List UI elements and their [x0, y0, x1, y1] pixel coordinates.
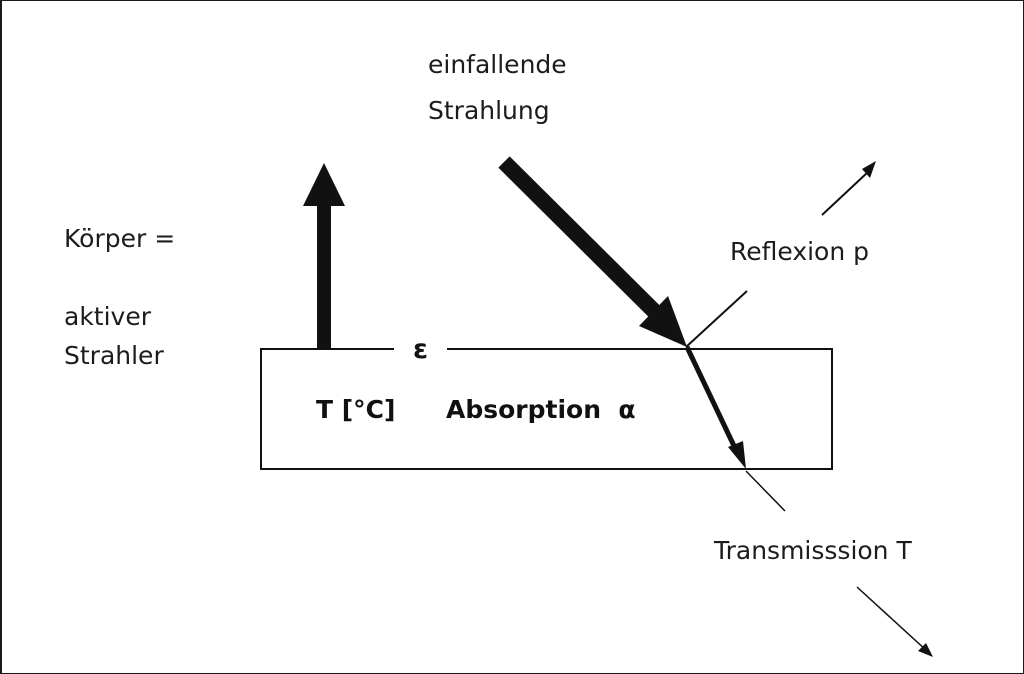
incident-arrow [498, 156, 687, 347]
transmission-line-bottom [856, 586, 928, 652]
transmission-bottom-arrow-head [918, 643, 933, 657]
emission-arrow-shaft [317, 201, 331, 349]
temperature-label: T [°C] [316, 395, 396, 424]
emission-arrow [303, 163, 345, 349]
body-label-line2: aktiver [64, 302, 151, 331]
incident-arrow-shaft [498, 156, 660, 317]
body-label-line3: Strahler [64, 341, 164, 370]
absorption-label: Absorption α [446, 395, 636, 424]
reflection-line-upper [821, 171, 869, 216]
body-label-line1: Körper = [64, 224, 176, 253]
transmission-arrow [684, 345, 933, 657]
transmission-arrow-head [728, 441, 746, 469]
reflection-arrow [685, 161, 876, 348]
body-box [260, 348, 833, 470]
reflection-line-lower [685, 290, 748, 348]
body-box-outline [260, 348, 833, 470]
emissivity-symbol: ε [413, 334, 429, 365]
emission-arrow-head [303, 163, 345, 206]
incoming-radiation-label-line2: Strahlung [428, 96, 550, 125]
transmission-line-inside [684, 345, 738, 450]
reflection-label: Reflexion p [730, 237, 870, 266]
transmission-line-below [745, 470, 786, 512]
incoming-radiation-label-line1: einfallende [428, 50, 567, 79]
transmission-label: Transmisssion T [714, 536, 912, 565]
incident-arrow-head [639, 296, 687, 347]
reflection-arrow-head [862, 161, 876, 178]
